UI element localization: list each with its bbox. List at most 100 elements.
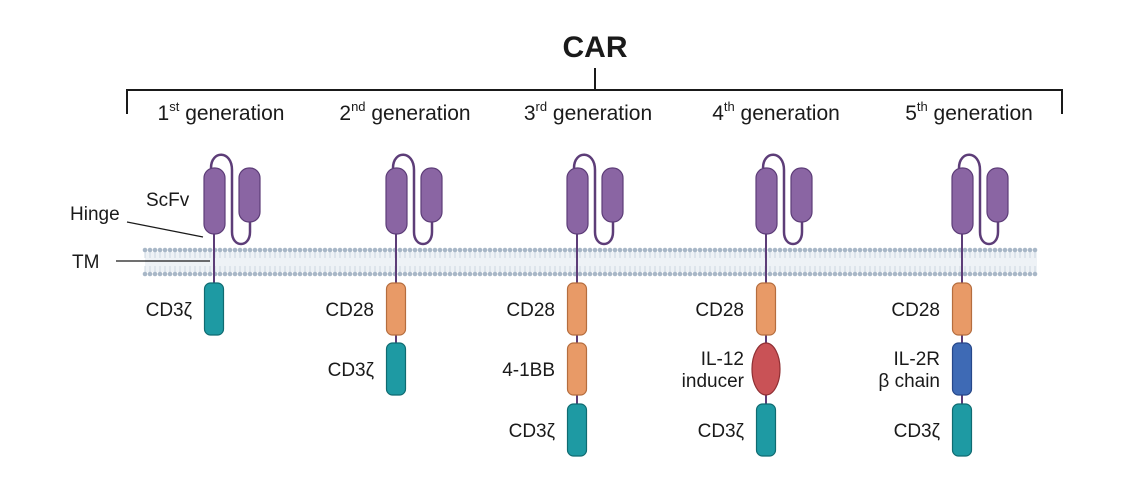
- lipid-head: [1027, 271, 1033, 277]
- generation-label-2: 2nd generation: [339, 99, 470, 125]
- lipid-head: [287, 271, 293, 277]
- scfv-domain-right: [986, 167, 1009, 223]
- lipid-head: [347, 271, 353, 277]
- generation-word: generation: [547, 102, 652, 125]
- lipid-head: [582, 271, 588, 277]
- lipid-head: [857, 247, 863, 253]
- lipid-head: [497, 247, 503, 253]
- lipid-head: [892, 247, 898, 253]
- lipid-head: [862, 247, 868, 253]
- lipid-head: [167, 247, 173, 253]
- lipid-head: [342, 247, 348, 253]
- lipid-head: [842, 271, 848, 277]
- cell-membrane: [142, 247, 1038, 277]
- lipid-head: [1012, 271, 1018, 277]
- generation-number: 5: [905, 102, 917, 125]
- lipid-head: [507, 247, 513, 253]
- lipid-head: [252, 247, 258, 253]
- generation-word: generation: [179, 102, 284, 125]
- lipid-head: [262, 247, 268, 253]
- lipid-head: [497, 271, 503, 277]
- lipid-head: [992, 247, 998, 253]
- lipid-head: [387, 247, 393, 253]
- lipid-head: [247, 247, 253, 253]
- lipid-head: [912, 247, 918, 253]
- lipid-head: [362, 247, 368, 253]
- lipid-head: [987, 271, 993, 277]
- lipid-head: [932, 271, 938, 277]
- lipid-head: [907, 247, 913, 253]
- lipid-head: [802, 247, 808, 253]
- lipid-head: [447, 271, 453, 277]
- lipid-head: [797, 247, 803, 253]
- membrane-core: [145, 252, 1037, 272]
- lipid-head: [927, 271, 933, 277]
- lipid-head: [887, 271, 893, 277]
- lipid-head: [712, 271, 718, 277]
- lipid-head: [902, 247, 908, 253]
- lipid-head: [982, 271, 988, 277]
- lipid-head: [752, 271, 758, 277]
- lipid-head: [327, 247, 333, 253]
- lipid-head: [647, 271, 653, 277]
- lipid-head: [407, 247, 413, 253]
- lipid-head: [852, 247, 858, 253]
- lipid-head: [832, 247, 838, 253]
- lipid-head: [217, 271, 223, 277]
- lipid-head: [242, 247, 248, 253]
- lipid-head: [527, 271, 533, 277]
- lipid-head: [832, 271, 838, 277]
- lipid-head: [457, 271, 463, 277]
- lipid-head: [332, 247, 338, 253]
- lipid-head: [202, 271, 208, 277]
- domain-label: 4-1BB: [502, 360, 555, 381]
- lipid-head: [142, 271, 148, 277]
- lipid-head: [697, 271, 703, 277]
- lipid-head: [462, 271, 468, 277]
- lipid-head: [867, 271, 873, 277]
- lipid-head: [542, 271, 548, 277]
- lipid-head: [592, 271, 598, 277]
- lipid-head: [907, 271, 913, 277]
- lipid-head: [952, 247, 958, 253]
- lipid-head: [312, 271, 318, 277]
- lipid-head: [397, 271, 403, 277]
- scfv-domain-right: [601, 167, 624, 223]
- lipid-head: [262, 271, 268, 277]
- lipid-head: [502, 247, 508, 253]
- lipid-head: [972, 271, 978, 277]
- lipid-head: [997, 247, 1003, 253]
- lipid-head: [877, 271, 883, 277]
- lipid-head: [187, 271, 193, 277]
- lipid-head: [227, 247, 233, 253]
- lipid-head: [187, 247, 193, 253]
- lipid-head: [327, 271, 333, 277]
- lipid-head: [587, 271, 593, 277]
- lipid-head: [487, 271, 493, 277]
- lipid-head: [467, 271, 473, 277]
- lipid-head: [687, 247, 693, 253]
- lipid-head: [462, 247, 468, 253]
- lipid-head: [432, 247, 438, 253]
- lipid-head: [477, 247, 483, 253]
- lipid-head: [612, 271, 618, 277]
- lipid-head: [757, 271, 763, 277]
- lipid-head: [947, 247, 953, 253]
- lipid-head: [1027, 247, 1033, 253]
- lipid-head: [277, 247, 283, 253]
- lipid-head: [742, 247, 748, 253]
- diagram-title: CAR: [563, 31, 628, 64]
- lipid-head: [447, 247, 453, 253]
- lipid-head: [772, 247, 778, 253]
- lipid-head: [412, 271, 418, 277]
- lipid-head: [837, 271, 843, 277]
- lipid-head: [1032, 247, 1038, 253]
- lipid-head: [607, 271, 613, 277]
- lipid-head: [532, 247, 538, 253]
- lipid-head: [577, 247, 583, 253]
- lipid-head: [482, 247, 488, 253]
- lipid-head: [842, 247, 848, 253]
